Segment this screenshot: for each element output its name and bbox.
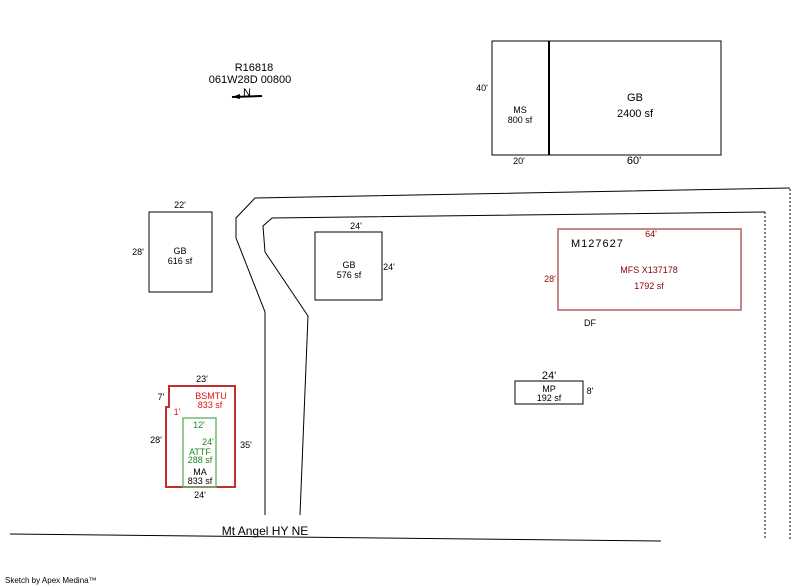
building-gb-mid: 24' 24' GB 576 sf bbox=[314, 221, 395, 301]
area-label: MP bbox=[542, 384, 556, 394]
dim-label: 28' bbox=[132, 247, 144, 257]
area-value: 2400 sf bbox=[617, 108, 654, 120]
parcel-id: R16818 bbox=[235, 62, 274, 74]
dim-label: 35' bbox=[240, 440, 252, 450]
area-label: MA bbox=[193, 467, 207, 477]
north-arrow-icon: N bbox=[231, 87, 263, 99]
area-value: 833 sf bbox=[198, 400, 223, 410]
area-value: 288 sf bbox=[188, 455, 213, 465]
dim-label: 60' bbox=[627, 155, 641, 167]
driveway bbox=[9, 187, 791, 542]
mfs-id: M127627 bbox=[571, 238, 624, 250]
building-mp: 24' 8' MP 192 sf bbox=[514, 370, 594, 405]
dim-label: 1' bbox=[174, 407, 181, 417]
building-ms-gb: 40' MS 800 sf 20' GB 2400 sf 60' bbox=[476, 40, 722, 167]
area-label: MFS X137178 bbox=[620, 265, 678, 275]
dim-label: 24' bbox=[350, 221, 362, 231]
footer-credit: Sketch by Apex Medina™ bbox=[5, 576, 97, 585]
dim-label: 24' bbox=[542, 370, 556, 382]
area-value: 1792 sf bbox=[634, 281, 664, 291]
area-label: GB bbox=[173, 246, 186, 256]
building-house: 23' 7' 1' 28' 35' 24' BSMTU 833 sf 12' 2… bbox=[150, 374, 252, 500]
dim-label: 8' bbox=[587, 386, 594, 396]
dim-label: 40' bbox=[476, 83, 488, 93]
north-label: N bbox=[243, 87, 251, 99]
area-value: 576 sf bbox=[337, 270, 362, 280]
area-value: 833 sf bbox=[188, 476, 213, 486]
df-label: DF bbox=[584, 318, 596, 328]
dim-label: 23' bbox=[196, 374, 208, 384]
building-mfs: 64' 28' M127627 MFS X137178 1792 sf DF bbox=[544, 228, 742, 328]
dim-label: 7' bbox=[158, 392, 165, 402]
dim-label: 20' bbox=[513, 156, 525, 166]
area-value: 800 sf bbox=[508, 115, 533, 125]
area-value: 192 sf bbox=[537, 393, 562, 403]
dim-label: 24' bbox=[202, 437, 214, 447]
dim-label: 28' bbox=[544, 274, 556, 284]
area-label: MS bbox=[513, 105, 527, 115]
dim-label: 22' bbox=[174, 200, 186, 210]
area-label: ATTF bbox=[189, 447, 211, 457]
dim-label: 24' bbox=[383, 262, 395, 272]
area-label: BSMTU bbox=[195, 391, 227, 401]
area-label: GB bbox=[342, 260, 355, 270]
map-tax-lot: 061W28D 00800 bbox=[209, 74, 292, 86]
dim-label: 64' bbox=[645, 229, 657, 239]
dim-label: 24' bbox=[194, 490, 206, 500]
area-value: 616 sf bbox=[168, 256, 193, 266]
dim-label: 28' bbox=[150, 435, 162, 445]
dim-label: 12' bbox=[193, 420, 205, 430]
road-name: Mt Angel HY NE bbox=[222, 524, 308, 538]
area-label: GB bbox=[627, 92, 643, 104]
building-gb-left: 22' 28' GB 616 sf bbox=[132, 200, 213, 293]
